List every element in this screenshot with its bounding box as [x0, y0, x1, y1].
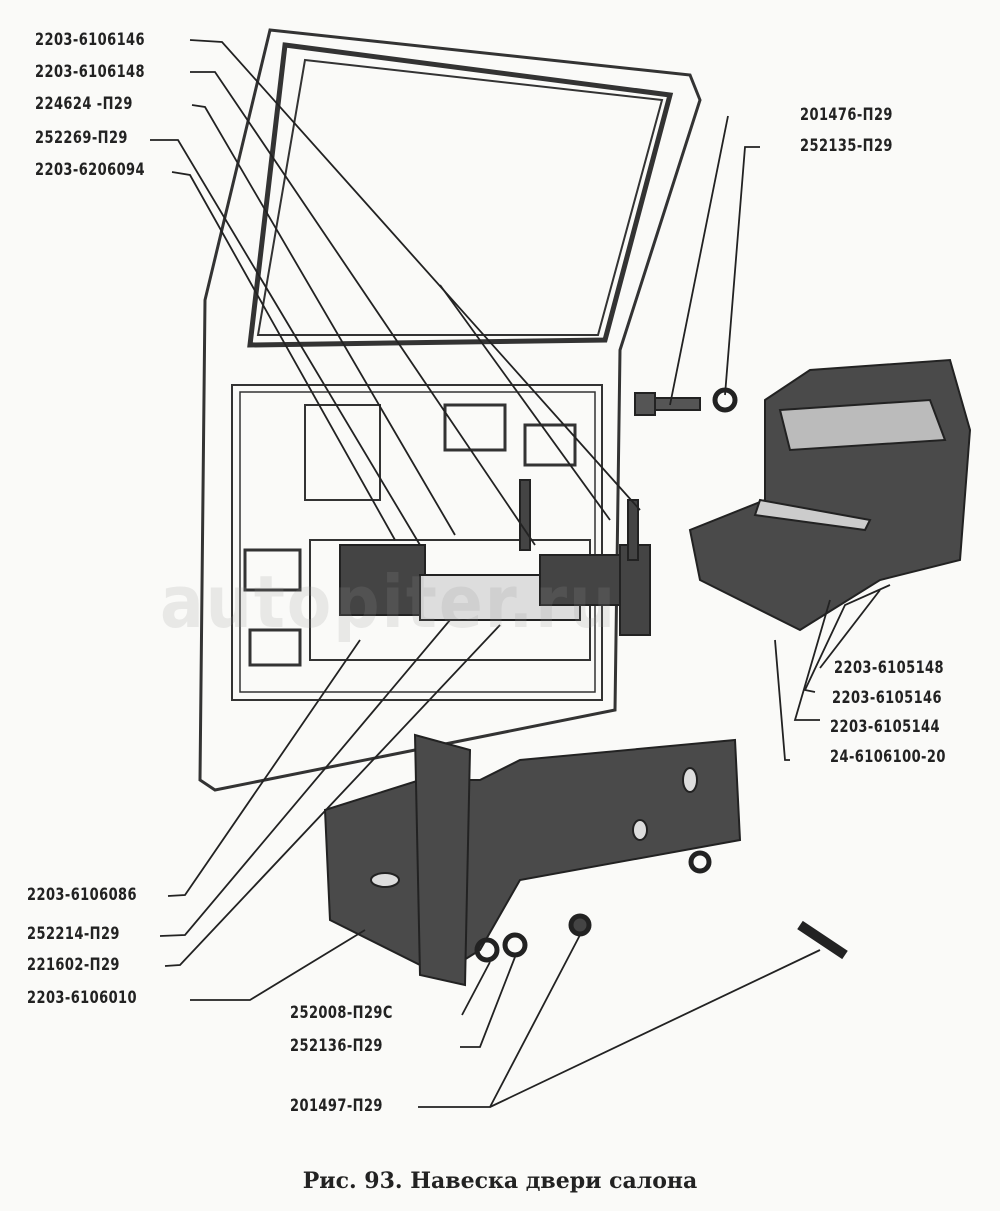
door-panel	[198, 28, 702, 792]
part-label: 221602-П29	[27, 955, 120, 975]
watermark: autopiter.ru	[160, 560, 618, 644]
part-label: 252214-П29	[27, 924, 120, 944]
part-label: 2203-6106146	[35, 30, 146, 50]
part-label: 252008-П29С	[290, 1003, 393, 1023]
part-label: 252135-П29	[800, 136, 893, 156]
body-bracket	[688, 358, 972, 632]
leader-lines	[150, 39, 891, 1108]
part-label: 2203-6106010	[27, 988, 138, 1008]
part-label: 2203-6106148	[35, 62, 146, 82]
washers-and-bolt	[474, 850, 848, 963]
bolt-and-washer	[634, 387, 738, 416]
part-label: 224624 -П29	[35, 94, 133, 114]
part-label: 2203-6105148	[834, 658, 945, 678]
part-label: 2203-6105146	[832, 688, 943, 708]
part-label: 2203-6206094	[35, 160, 146, 180]
figure-caption: Рис. 93. Навеска двери салона	[302, 1168, 698, 1194]
hinge-on-door	[339, 479, 651, 636]
part-label: 252136-П29	[290, 1036, 383, 1056]
lower-hinge	[323, 733, 742, 987]
part-label: 201476-П29	[800, 105, 893, 125]
part-label: 2203-6105144	[830, 717, 941, 737]
part-label: 24-6106100-20	[830, 747, 946, 767]
part-label: 2203-6106086	[27, 885, 138, 905]
part-label: 201497-П29	[290, 1096, 383, 1116]
part-label: 252269-П29	[35, 128, 128, 148]
